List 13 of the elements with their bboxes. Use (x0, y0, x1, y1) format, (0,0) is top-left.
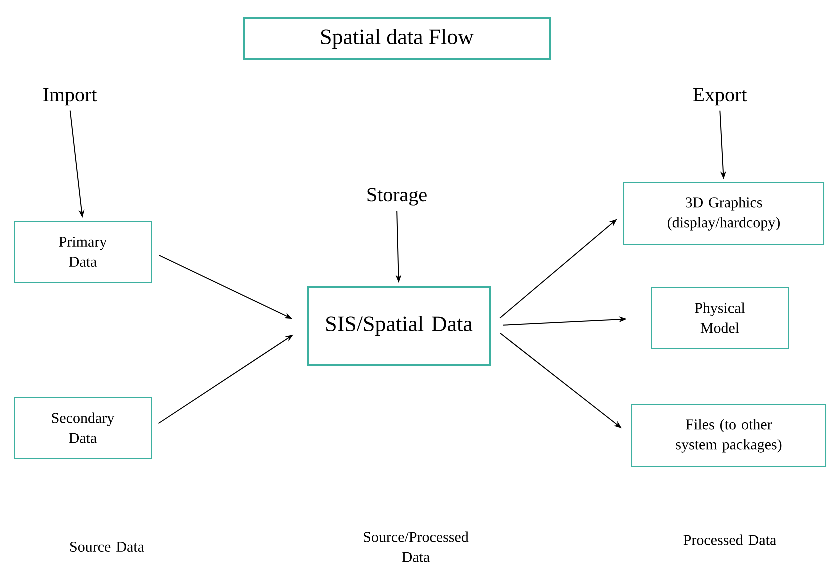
heading-text: Export (693, 88, 748, 106)
title-box: Spatial data Flow (243, 18, 551, 60)
process-box: 3D Graphics (display/hardcopy) (624, 182, 824, 246)
process-box: Physical Model (651, 287, 789, 349)
heading-text: Import (44, 88, 98, 106)
process-box: Primary Data (14, 221, 152, 283)
heading-text: Storage (368, 188, 427, 206)
caption-text: Processed Data (684, 534, 776, 546)
caption-text: Source Data (70, 542, 144, 552)
process-box: Files (to other system packages) (632, 404, 826, 468)
caption-text: Source/Processed Data (364, 532, 469, 562)
process-box: SIS/Spatial Data (307, 286, 491, 366)
process-box: Secondary Data (14, 397, 152, 459)
